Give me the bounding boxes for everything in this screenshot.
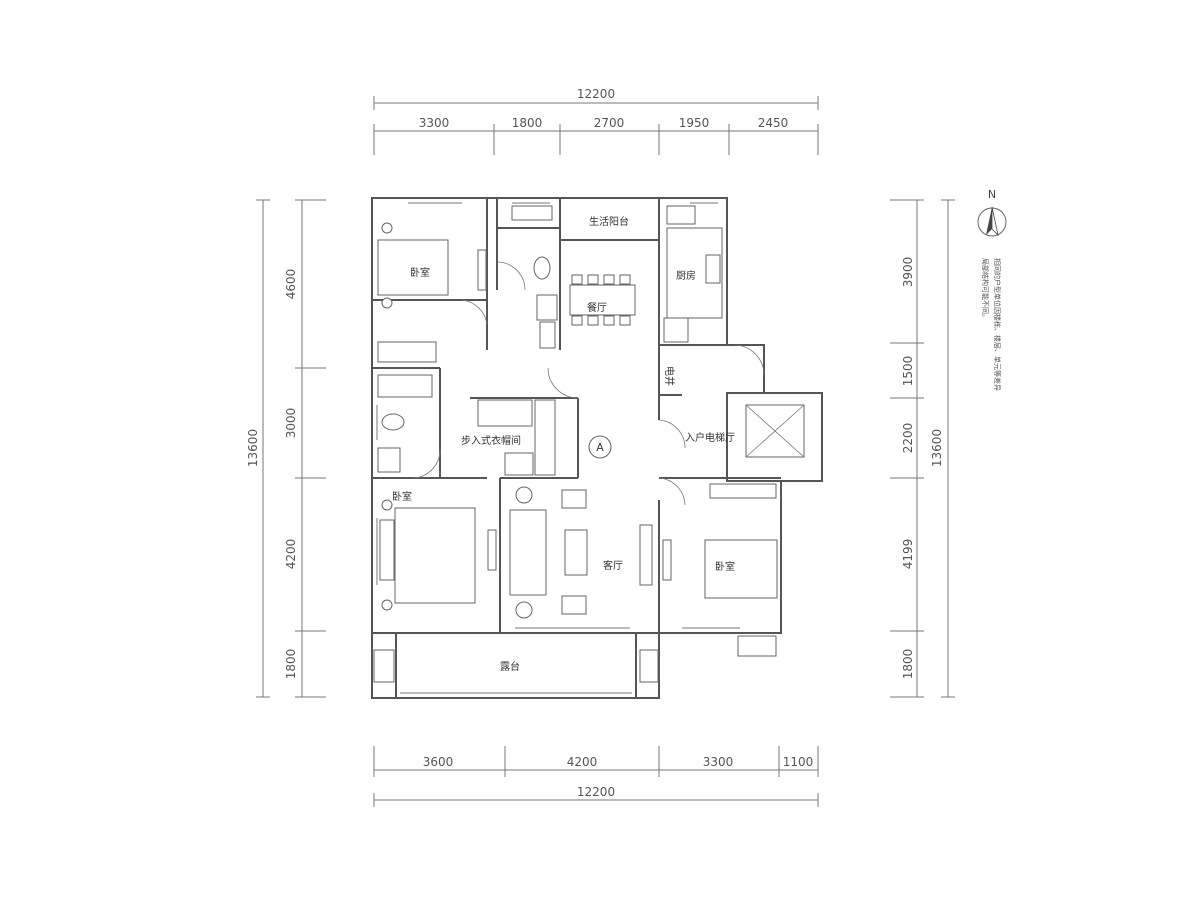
armchair-icon [561, 595, 587, 615]
right-seg-3: 2200 [901, 423, 915, 454]
top-dimensions [373, 96, 819, 155]
right-total-label: 13600 [930, 429, 944, 467]
unit-marker-circle [588, 435, 612, 459]
left-seg-2: 3000 [284, 408, 298, 439]
bottom-seg-1: 3600 [423, 755, 454, 769]
lamp-icon [381, 499, 393, 511]
room-terrace: 露台 [500, 660, 520, 673]
room-walkin-closet: 步入式衣帽间 [461, 434, 521, 447]
vanity-top [511, 205, 553, 221]
north-label: N [988, 188, 996, 201]
right-seg-5: 1800 [901, 649, 915, 680]
left-seg-4: 1800 [284, 649, 298, 680]
top-seg-5: 2450 [758, 116, 789, 130]
closet-shelf [504, 452, 534, 476]
sink-icon [536, 294, 558, 321]
dining-table [569, 284, 636, 316]
left-seg-1: 4600 [284, 269, 298, 300]
lamp-icon [381, 297, 393, 309]
bottom-total-label: 12200 [577, 785, 615, 799]
room-living: 客厅 [603, 559, 623, 572]
room-dining: 餐厅 [587, 301, 607, 314]
right-seg-4: 4199 [901, 539, 915, 570]
side-table-icon [515, 486, 533, 504]
lamp-icon [381, 599, 393, 611]
right-dimensions [890, 199, 955, 698]
fridge-icon [663, 317, 689, 343]
left-total-label: 13600 [246, 429, 260, 467]
bathtub-icon [377, 374, 433, 398]
room-bedroom-sw: 卧室 [392, 490, 412, 503]
ac-unit-se [737, 635, 777, 657]
note-line-2: 局部结构可能不同。 [981, 258, 990, 321]
sink-icon [377, 447, 401, 473]
unit-marker: A [596, 441, 604, 454]
bed-nw [377, 239, 449, 296]
bottom-seg-2: 4200 [567, 755, 598, 769]
room-elevator-hall: 入户电梯厅 [685, 431, 735, 444]
left-dimensions [256, 199, 326, 698]
cabinet-icon [539, 321, 556, 349]
room-bedroom-se: 卧室 [715, 560, 735, 573]
desk-sw [487, 529, 497, 571]
dining-chairs [571, 274, 631, 326]
bed-se [704, 539, 778, 599]
ac-unit-terrace-left [373, 649, 395, 683]
closet-shelf [477, 399, 533, 427]
lamp-icon [381, 222, 393, 234]
top-seg-1: 3300 [419, 116, 450, 130]
room-bedroom-nw: 卧室 [410, 266, 430, 279]
top-total-label: 12200 [577, 87, 615, 101]
top-seg-4: 1950 [679, 116, 710, 130]
desk-se [662, 539, 672, 581]
toilet-icon [533, 256, 551, 280]
north-arrow [977, 206, 1007, 237]
room-elec-shaft: 电井 [663, 366, 676, 386]
desk-nw [477, 249, 487, 291]
ac-unit-terrace-right [639, 649, 659, 683]
armchair-icon [561, 489, 587, 509]
windows [376, 202, 740, 694]
tv-cabinet [639, 524, 653, 586]
coffee-table [564, 529, 588, 576]
side-table-icon [515, 601, 533, 619]
wardrobe-nw [377, 341, 437, 363]
left-seg-3: 4200 [284, 539, 298, 570]
room-utility-balcony: 生活阳台 [589, 215, 629, 228]
bottom-dimensions [373, 746, 819, 807]
wardrobe-sw [379, 519, 395, 581]
sofa-icon [509, 509, 547, 596]
furniture [373, 205, 805, 683]
right-seg-2: 1500 [901, 356, 915, 387]
stove-icon [705, 254, 721, 284]
room-kitchen: 厨房 [676, 269, 696, 282]
wardrobe-se [709, 483, 777, 499]
disclaimer-note: 相同的户型单位因楼栋、楼层、单元等差异 局部结构可能不同。 [981, 258, 1002, 391]
right-seg-1: 3900 [901, 257, 915, 288]
washer-icon [666, 205, 696, 225]
bed-sw [394, 507, 476, 604]
toilet-icon [381, 413, 405, 431]
bottom-seg-3: 3300 [703, 755, 734, 769]
doors [411, 261, 765, 506]
bottom-seg-4: 1100 [783, 755, 814, 769]
closet-shelf [534, 399, 556, 476]
top-seg-2: 1800 [512, 116, 543, 130]
note-line-1: 相同的户型单位因楼栋、楼层、单元等差异 [993, 258, 1002, 391]
top-seg-3: 2700 [594, 116, 625, 130]
